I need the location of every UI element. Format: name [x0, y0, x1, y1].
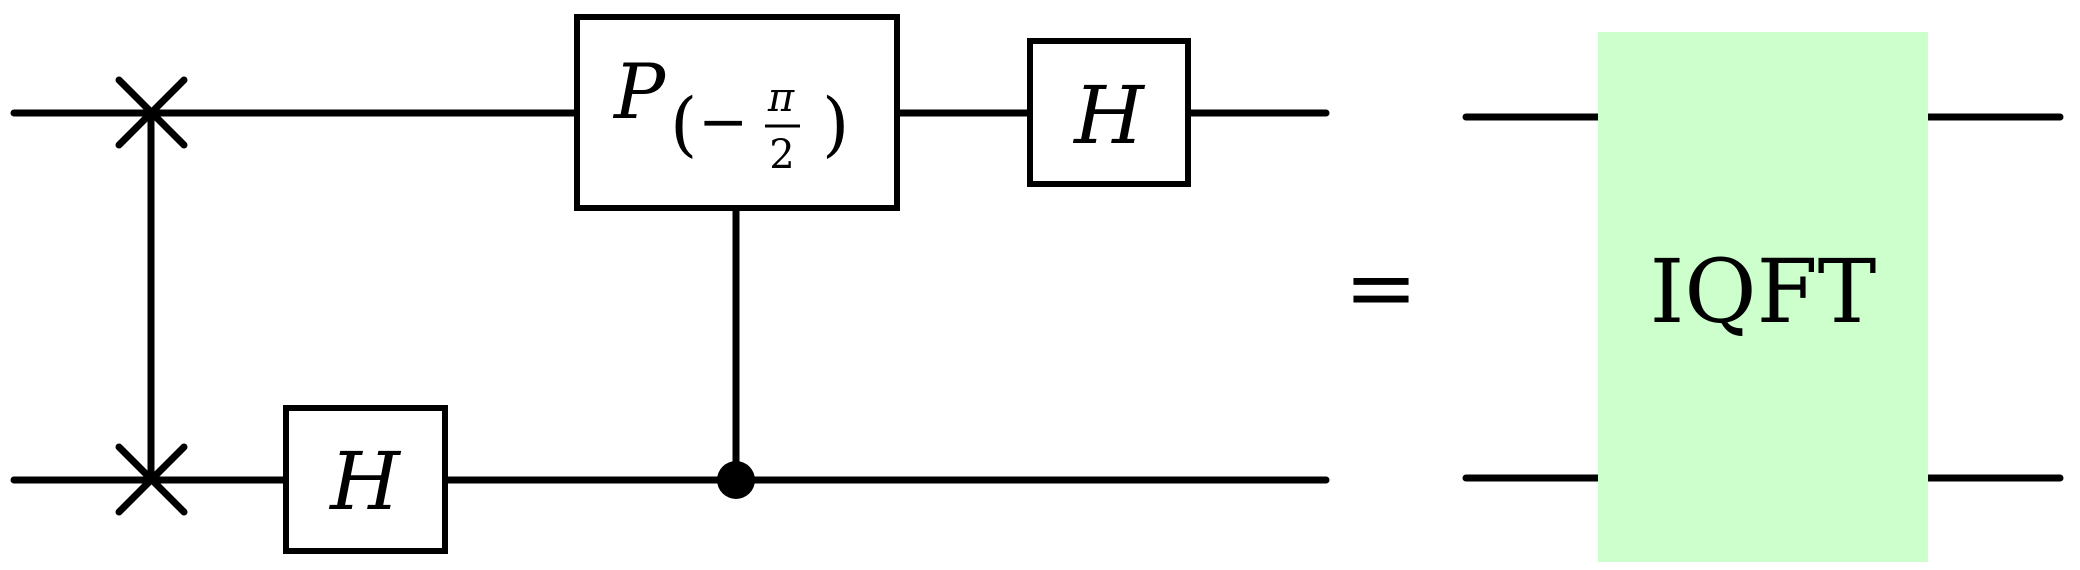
equals-sign: = — [1344, 236, 1418, 339]
phase-gate-box — [574, 14, 900, 211]
controlled-phase-gate: P ( − π 2 ) — [574, 14, 900, 499]
swap-cross-top — [115, 76, 188, 149]
iqft-block: IQFT — [1462, 32, 2064, 562]
phase-gate-argument: ( − π 2 ) — [670, 75, 849, 178]
control-dot — [717, 461, 755, 499]
phase-arg-numerator: π — [767, 75, 795, 121]
hadamard-gate-bottom: H — [283, 405, 448, 554]
phase-arg-denominator: 2 — [769, 132, 794, 178]
swap-gate — [115, 76, 188, 516]
swap-cross-bottom — [115, 443, 188, 516]
phase-gate-label: P — [612, 47, 667, 136]
phase-arg-open-paren: ( — [670, 83, 697, 165]
phase-arg-minus: − — [698, 87, 748, 157]
iqft-label: IQFT — [1650, 240, 1877, 343]
phase-arg-close-paren: ) — [822, 83, 849, 165]
hadamard-gate-bottom-label: H — [328, 435, 402, 528]
hadamard-gate-top: H — [1027, 38, 1191, 187]
iqft-box — [1598, 32, 1928, 562]
hadamard-gate-top-label: H — [1072, 69, 1146, 162]
